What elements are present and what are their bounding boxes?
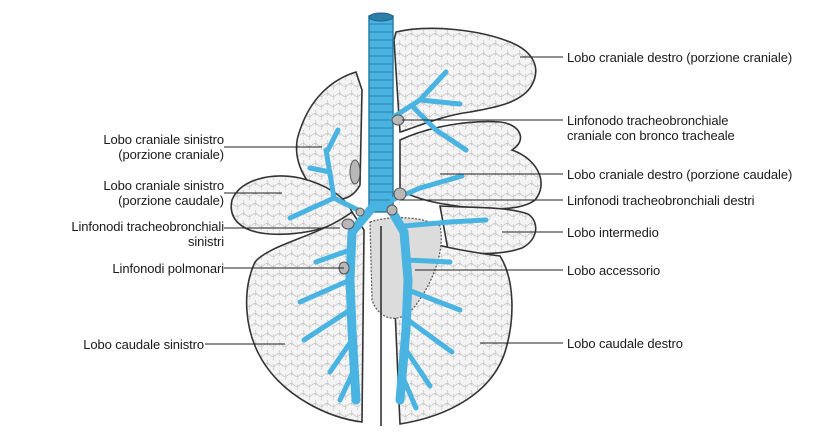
label-accessory-lobe: Lobo accessorio xyxy=(567,263,661,278)
label-left-cranial-lobe-cranial-portion: Lobo craniale sinistro (porzione cranial… xyxy=(103,132,224,162)
tracheobronchial-right-node-2 xyxy=(386,204,398,216)
bronchial-tree xyxy=(287,69,489,411)
tracheobronchial-left-node xyxy=(349,159,361,185)
tracheobronchial-left-node-3 xyxy=(355,207,365,217)
label-right-cranial-lobe-cranial-portion: Lobo craniale destro (porzione craniale) xyxy=(567,50,793,65)
lymph-nodes xyxy=(338,114,407,275)
label-right-tracheobronchial-nodes: Linfonodi tracheobronchiali destri xyxy=(567,193,755,208)
right-cranial-lobe-cranial-portion xyxy=(393,27,537,134)
label-left-caudal-lobe: Lobo caudale sinistro xyxy=(83,337,204,352)
label-left-cranial-lobe-caudal-portion: Lobo craniale sinistro (porzione caudale… xyxy=(103,178,224,208)
trachea xyxy=(368,12,394,213)
label-tracheobronchial-cranial-node: Linfonodo tracheobronchiale craniale con… xyxy=(567,113,735,143)
left-lung xyxy=(230,71,365,423)
tracheobronchial-left-node-2 xyxy=(341,218,355,230)
label-left-tracheobronchial-nodes: Linfonodi tracheobronchiali sinistri xyxy=(71,219,224,249)
right-intermediate-lobe xyxy=(439,205,537,255)
tracheobronchial-right-node xyxy=(393,187,407,201)
leader-lines xyxy=(205,56,563,345)
label-intermediate-lobe: Lobo intermedio xyxy=(567,225,659,240)
label-right-caudal-lobe: Lobo caudale destro xyxy=(567,336,683,351)
label-pulmonary-nodes: Linfonodi polmonari xyxy=(112,261,224,276)
right-cranial-lobe-caudal-portion xyxy=(399,120,542,210)
label-right-cranial-lobe-caudal-portion: Lobo craniale destro (porzione caudale) xyxy=(567,167,793,182)
